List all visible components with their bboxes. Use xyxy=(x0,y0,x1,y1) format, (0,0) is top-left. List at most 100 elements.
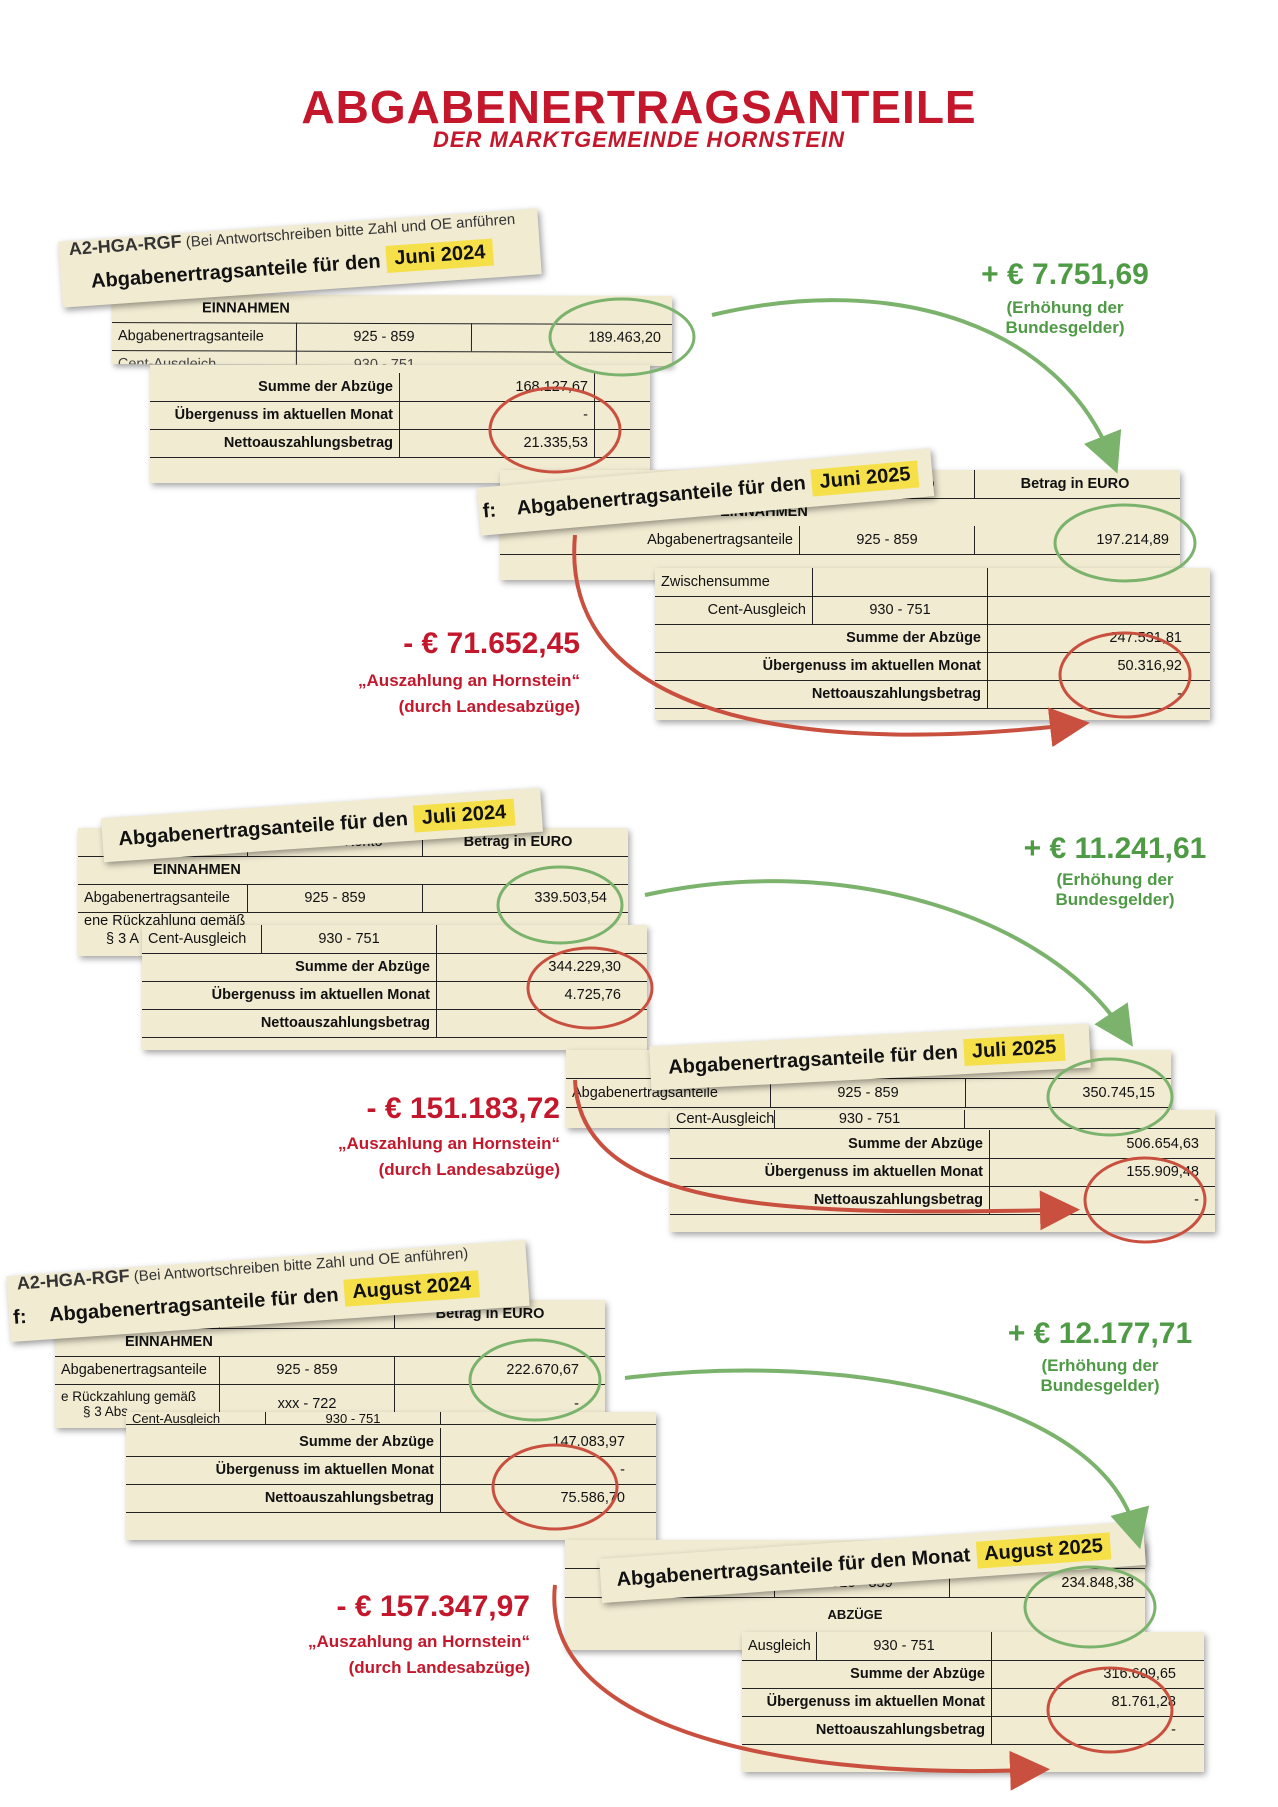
uebergenuss-label: Übergenuss im aktuellen Monat xyxy=(150,401,400,429)
summe-value: 316.609,65 xyxy=(1103,1666,1176,1682)
row-konto: 925 - 859 xyxy=(220,1356,395,1384)
juni-2024-summary-table: Summe der Abzüge 168.127,67 Übergenuss i… xyxy=(150,365,650,483)
row-value: 350.745,15 xyxy=(1082,1085,1155,1101)
einnahmen-label: EINNAHMEN xyxy=(125,1334,213,1350)
uebergenuss-value: 81.761,28 xyxy=(1111,1694,1176,1710)
row-value: 189.463,20 xyxy=(588,329,662,346)
summe-value: 247.531,81 xyxy=(1109,630,1182,646)
heading-month: August 2024 xyxy=(343,1270,480,1307)
uebergenuss-value: 155.909,48 xyxy=(1126,1164,1199,1180)
row-konto: 925 - 859 xyxy=(800,526,975,554)
juni-2025-summary-table: Zwischensumme Cent-Ausgleich 930 - 751 S… xyxy=(655,568,1210,720)
prefix-text: f: xyxy=(12,1305,28,1329)
juni-red-note-1: „Auszahlung an Hornstein“ xyxy=(358,671,580,690)
cent-konto: 930 - 751 xyxy=(262,925,437,953)
juli-green-amount: + € 11.241,61 xyxy=(1023,832,1207,865)
juli-2025-summary-table: Cent-Ausgleich 930 - 751 Summe der Abzüg… xyxy=(670,1110,1215,1232)
juni-green-amount: + € 7.751,69 xyxy=(981,258,1149,291)
summe-value: 168.127,67 xyxy=(400,373,595,401)
einnahmen-label: EINNAHMEN xyxy=(202,300,290,317)
juni-green-note: (Erhöhung der Bundesgelder) xyxy=(1005,298,1125,337)
partial-label: Cent-Ausgleich xyxy=(111,350,297,366)
col-betrag: Betrag in EURO xyxy=(463,834,573,850)
netto-value: - xyxy=(616,1015,621,1031)
heading-text: Abgabenertragsanteile für den xyxy=(667,1040,959,1079)
august-green-amount: + € 12.177,71 xyxy=(1007,1317,1193,1350)
summe-label: Summe der Abzüge xyxy=(655,624,988,652)
august-red-amount: - € 157.347,97 xyxy=(336,1590,531,1623)
juli-red-note-2: (durch Landesabzüge) xyxy=(378,1160,560,1179)
august-green-note: (Erhöhung der Bundesgelder) xyxy=(1040,1356,1160,1395)
netto-label: Nettoauszahlungsbetrag xyxy=(126,1484,441,1512)
juni-red-amount: - € 71.652,45 xyxy=(403,627,580,660)
uebergenuss-label: Übergenuss im aktuellen Monat xyxy=(126,1456,441,1484)
cent-konto: 930 - 751 xyxy=(813,596,988,624)
cent-label: Cent-Ausgleich xyxy=(670,1110,775,1128)
heading-month: August 2025 xyxy=(975,1531,1112,1569)
juli-green-note: (Erhöhung der Bundesgelder) xyxy=(1055,870,1175,909)
heading-month: Juni 2025 xyxy=(810,459,920,497)
summe-label: Summe der Abzüge xyxy=(742,1660,992,1688)
august-2024-summary-table: Cent-Ausgleich 930 - 751 Summe der Abzüg… xyxy=(126,1412,656,1540)
august-red-note-1: „Auszahlung an Hornstein“ xyxy=(308,1632,530,1651)
row-value: 197.214,89 xyxy=(1096,532,1169,548)
cent-konto: 930 - 751 xyxy=(817,1632,992,1660)
heading-month: Juni 2024 xyxy=(385,238,495,273)
netto-label: Nettoauszahlungsbetrag xyxy=(142,1009,437,1037)
cent-label: Ausgleich xyxy=(742,1632,817,1660)
partial-label: e Rückzahlung gemäß xyxy=(61,1389,197,1404)
netto-value: - xyxy=(1177,686,1182,702)
netto-value: - xyxy=(1194,1192,1199,1208)
cent-konto: 930 - 751 xyxy=(775,1110,965,1128)
uebergenuss-value: 50.316,92 xyxy=(1117,658,1182,674)
juli-2024-summary-table: Cent-Ausgleich 930 - 751 Summe der Abzüg… xyxy=(142,925,647,1050)
uebergenuss-label: Übergenuss im aktuellen Monat xyxy=(670,1158,990,1186)
heading-month: Juli 2024 xyxy=(412,798,516,833)
partial-label-2: § 3 A xyxy=(106,931,140,947)
row-label: Abgabenertragsanteile xyxy=(500,526,800,554)
row-label: Abgabenertragsanteile xyxy=(78,884,248,912)
row-label: Abgabenertragsanteile xyxy=(111,322,298,351)
uebergenuss-value: - xyxy=(400,401,595,429)
juni-2024-income-table: EINNAHMEN Abgabenertragsanteile 925 - 85… xyxy=(111,294,673,366)
summe-label: Summe der Abzüge xyxy=(670,1130,990,1158)
zwischen-label: Zwischensumme xyxy=(655,568,813,596)
cent-label: Cent-Ausgleich xyxy=(655,596,813,624)
uebergenuss-label: Übergenuss im aktuellen Monat xyxy=(655,652,988,680)
juni-2024-heading-strip: A2-HGA-RGF (Bei Antwortschreiben bitte Z… xyxy=(58,208,542,308)
netto-value: - xyxy=(1171,1722,1176,1738)
abzuege-label: ABZÜGE xyxy=(827,1606,883,1622)
einnahmen-label: EINNAHMEN xyxy=(153,862,241,878)
heading-text: Abgabenertragsanteile für den xyxy=(90,250,382,293)
partial-konto: xxx - 722 xyxy=(220,1384,395,1424)
netto-label: Nettoauszahlungsbetrag xyxy=(655,680,988,708)
partial-konto: 930 - 751 xyxy=(353,356,416,366)
cent-label: Cent-Ausgleich xyxy=(142,925,262,953)
heading-text: Abgabenertragsanteile für den xyxy=(48,1284,340,1327)
cent-label: Cent-Ausgleich xyxy=(126,1412,266,1424)
august-red-note-2: (durch Landesabzüge) xyxy=(348,1658,530,1677)
netto-label: Nettoauszahlungsbetrag xyxy=(670,1186,990,1214)
page-title: ABGABENERTRAGSANTEILE xyxy=(301,81,977,133)
heading-month: Juli 2025 xyxy=(963,1033,1066,1066)
cent-konto: 930 - 751 xyxy=(266,1412,441,1424)
prefix-text: f: xyxy=(481,498,498,522)
summe-value: 147.083,97 xyxy=(552,1434,625,1450)
uebergenuss-label: Übergenuss im aktuellen Monat xyxy=(742,1688,992,1716)
netto-label: Nettoauszahlungsbetrag xyxy=(742,1716,992,1744)
summe-value: 344.229,30 xyxy=(548,959,621,975)
netto-value: 21.335,53 xyxy=(400,429,595,457)
row-value: 222.670,67 xyxy=(506,1362,579,1378)
partial-label-2: § 3 Abs xyxy=(83,1404,129,1419)
juli-red-amount: - € 151.183,72 xyxy=(366,1092,561,1125)
netto-label: Nettoauszahlungsbetrag xyxy=(150,429,400,457)
uebergenuss-value: - xyxy=(620,1462,625,1478)
summe-label: Summe der Abzüge xyxy=(126,1428,441,1456)
august-2025-summary-table: Ausgleich 930 - 751 Summe der Abzüge 316… xyxy=(742,1632,1204,1772)
row-konto: 925 - 859 xyxy=(771,1079,966,1107)
juli-red-note-1: „Auszahlung an Hornstein“ xyxy=(338,1134,560,1153)
uebergenuss-label: Übergenuss im aktuellen Monat xyxy=(142,981,437,1009)
uebergenuss-value: 4.725,76 xyxy=(564,987,621,1003)
row-konto: 925 - 859 xyxy=(296,322,473,352)
row-value: 339.503,54 xyxy=(534,890,607,906)
